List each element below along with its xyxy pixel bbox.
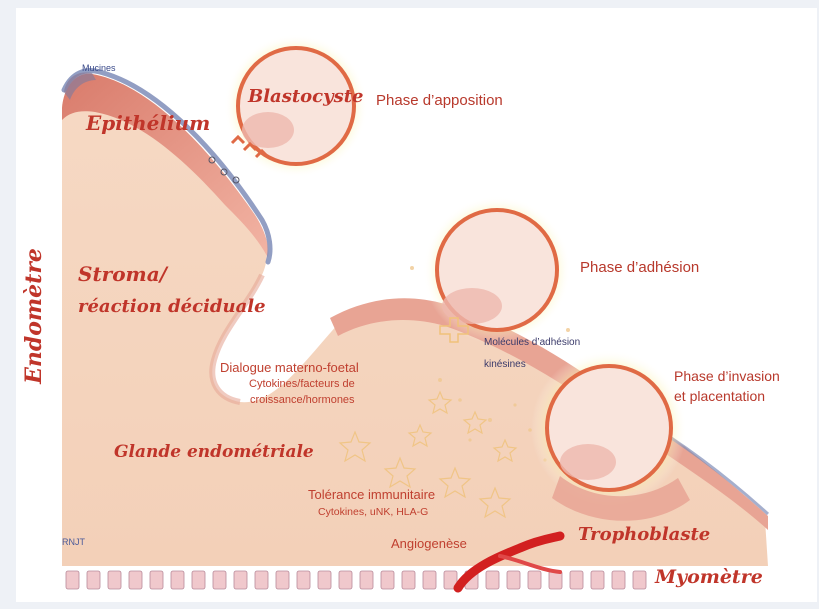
myometrium-cell — [192, 571, 205, 589]
credit-mark: RNJT — [62, 537, 85, 547]
glande-label: Glande endométriale — [114, 442, 314, 462]
myometrium-cell — [87, 571, 100, 589]
tolerance-label-line1: Tolérance immunitaire — [308, 487, 435, 502]
molecules-label-line1: Molécules d’adhésion — [484, 337, 580, 348]
myometrium-cell — [318, 571, 331, 589]
myometrium-cell — [570, 571, 583, 589]
dialogue-label-line2: Cytokines/facteurs de — [249, 378, 355, 390]
myometrium-cell — [171, 571, 184, 589]
endometre-label: Endomètre — [21, 248, 47, 384]
blastocyst-invasion — [531, 350, 690, 521]
myometrium-cell — [213, 571, 226, 589]
myometrium-cell — [528, 571, 541, 589]
myometre-label: Myomètre — [655, 566, 763, 588]
angiogenese-label: Angiogenèse — [391, 536, 467, 551]
molecules-label-line2: kinésines — [484, 359, 526, 370]
myometrium-cell — [402, 571, 415, 589]
myometrium-cell — [297, 571, 310, 589]
trophoblaste-label: Trophoblaste — [578, 524, 710, 545]
myometrium-cell — [486, 571, 499, 589]
phase-invasion-label-line1: Phase d’invasion — [674, 368, 780, 384]
dialogue-label-line3: croissance/hormones — [250, 394, 355, 406]
myometrium-cell — [150, 571, 163, 589]
dialogue-label-line1: Dialogue materno-foetal — [220, 360, 359, 375]
myometrium-cell — [129, 571, 142, 589]
myometrium-cell — [360, 571, 373, 589]
epithelium-label: Epithélium — [86, 111, 210, 135]
blastocyst-label: Blastocyste — [248, 86, 364, 107]
myometrium-cell — [423, 571, 436, 589]
myometrium-cell — [108, 571, 121, 589]
stroma-label-line1: Stroma/ — [78, 262, 167, 286]
stroma-label-line2: réaction déciduale — [78, 296, 266, 317]
myometrium-cell — [591, 571, 604, 589]
blastocyst-adhesion — [423, 196, 571, 344]
myometrium-cell — [339, 571, 352, 589]
myometrium-cell — [633, 571, 646, 589]
myometrium-cell — [507, 571, 520, 589]
myometrium-cell — [66, 571, 79, 589]
phase-adhesion-label: Phase d’adhésion — [580, 259, 699, 276]
myometrium-cell — [234, 571, 247, 589]
phase-invasion-label-line2: et placentation — [674, 388, 765, 404]
myometrium-cell — [276, 571, 289, 589]
myometrium-cell — [612, 571, 625, 589]
phase-apposition-label: Phase d’apposition — [376, 92, 503, 109]
myometrium-cell — [255, 571, 268, 589]
tolerance-label-line2: Cytokines, uNK, HLA-G — [318, 506, 428, 518]
mucines-label: Mucines — [82, 63, 116, 73]
myometrium-cell — [381, 571, 394, 589]
